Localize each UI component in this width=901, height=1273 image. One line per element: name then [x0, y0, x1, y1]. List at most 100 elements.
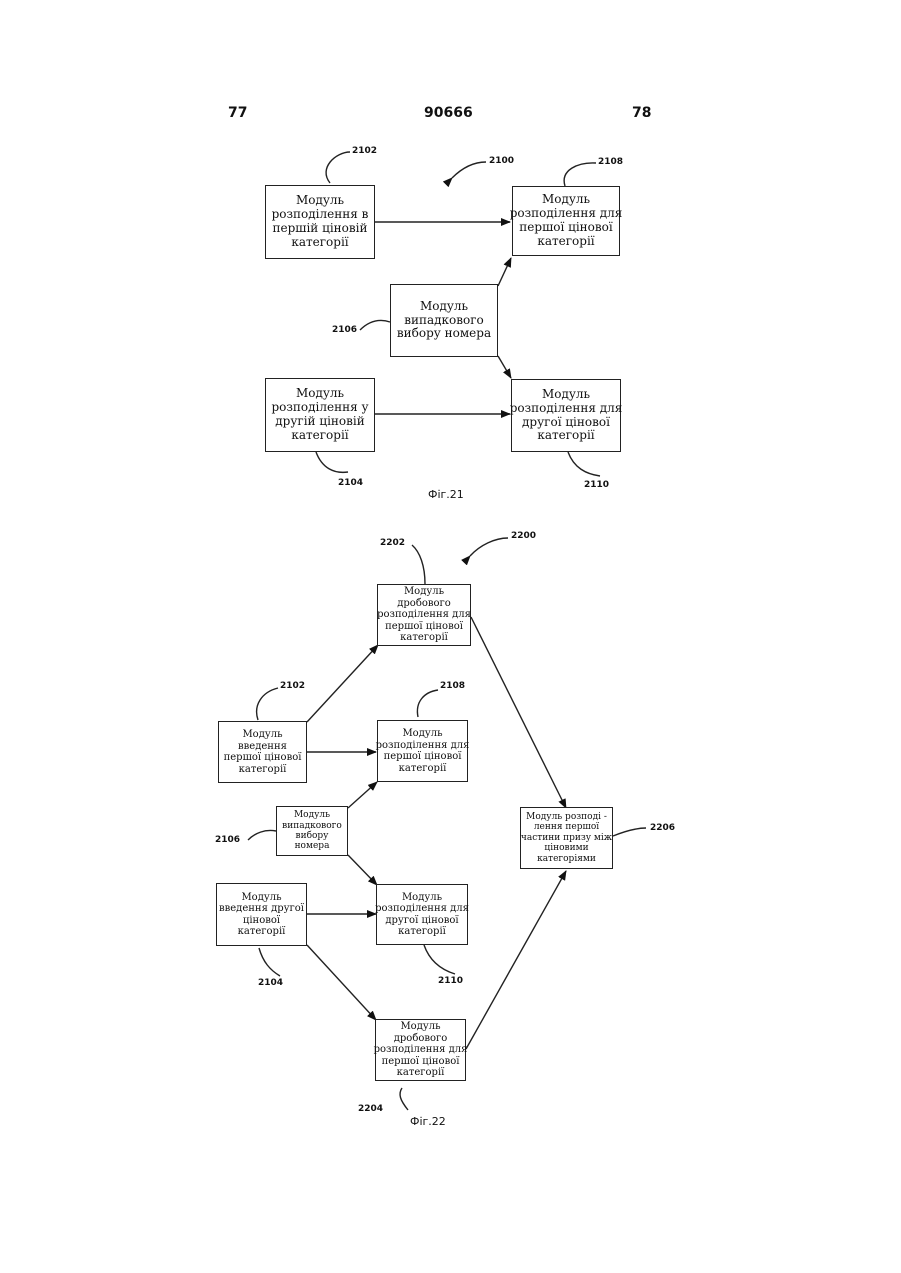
box-line: категорії: [239, 764, 287, 776]
box-line: номера: [295, 841, 330, 851]
figure-caption-21: Фіг.21: [428, 488, 464, 501]
leader-2108: [564, 163, 596, 186]
box-line: розподілення для: [377, 609, 471, 621]
arrow-2106-to-2110: [348, 855, 377, 885]
module-box-2204: Модуль дробового розподілення для першої…: [375, 1019, 466, 1081]
box-line: категорії: [291, 429, 348, 443]
ref-label-2102: 2102: [352, 146, 377, 156]
box-line: Модуль: [241, 892, 281, 904]
module-box-2102: Модуль введення першої цінової категорії: [218, 721, 307, 783]
module-box-2106: Модуль випадкового вибору номера: [276, 806, 348, 856]
box-line: першій ціновій: [273, 222, 368, 236]
module-box-2104: Модуль введення другої цінової категорії: [216, 883, 307, 946]
module-box-2206: Модуль розподі - лення першої частини пр…: [520, 807, 613, 869]
box-line: розподілення для: [376, 740, 470, 752]
arrow-2106-to-2108: [498, 258, 511, 286]
leader-2204: [400, 1088, 408, 1110]
leader-2202: [412, 545, 425, 584]
box-line: вибору: [296, 831, 329, 841]
box-line: Модуль: [296, 194, 344, 208]
box-line: розподілення в: [272, 208, 369, 222]
box-line: Модуль розподі -: [526, 812, 607, 822]
arrow-2106-to-2110: [498, 356, 511, 378]
box-line: Модуль: [402, 892, 442, 904]
module-box-2108: Модуль розподілення для першої цінової к…: [377, 720, 468, 782]
leader-2110-f22: [424, 945, 455, 974]
box-line: Модуль: [296, 387, 344, 401]
figure-caption-22: Фіг.22: [410, 1115, 446, 1128]
box-line: Модуль: [542, 193, 590, 207]
box-line: категоріями: [537, 854, 596, 864]
box-line: випадкового: [282, 821, 342, 831]
box-line: першої цінової: [519, 221, 612, 235]
ref-label-2110: 2110: [438, 976, 463, 986]
leader-2206: [613, 828, 646, 836]
box-line: першої цінової: [384, 751, 462, 763]
ref-label-2202: 2202: [380, 538, 405, 548]
box-line: другої цінової: [522, 416, 610, 430]
ref-label-2104: 2104: [258, 978, 283, 988]
ref-label-2200: 2200: [511, 531, 536, 541]
leader-2108-f22: [417, 690, 438, 717]
box-line: введення другої: [219, 903, 304, 915]
box-line: другій ціновій: [275, 415, 364, 429]
leader-2106: [360, 320, 390, 330]
box-line: Модуль: [542, 388, 590, 402]
ref-label-2104: 2104: [338, 478, 363, 488]
box-line: частини призу між: [521, 833, 612, 843]
box-line: розподілення для: [510, 207, 623, 221]
box-line: випадкового: [404, 314, 484, 328]
leader-2102-f22: [257, 688, 278, 720]
ref-label-2110: 2110: [584, 480, 609, 490]
module-box-2110: Модуль розподілення для другої цінової к…: [376, 884, 468, 945]
arrow-2102-to-2202: [307, 645, 378, 722]
ref-label-2102: 2102: [280, 681, 305, 691]
box-line: Модуль: [420, 300, 468, 314]
box-line: категорії: [399, 763, 447, 775]
box-line: першої цінової: [224, 752, 302, 764]
box-line: категорії: [291, 236, 348, 250]
box-line: першої цінової: [385, 621, 463, 633]
ref-label-2204: 2204: [358, 1104, 383, 1114]
box-line: введення: [238, 741, 287, 753]
module-box-2102: Модуль розподілення в першій ціновій кат…: [265, 185, 375, 259]
box-line: категорії: [537, 429, 594, 443]
ref-label-2206: 2206: [650, 823, 675, 833]
arrow-2104-to-2204: [307, 945, 376, 1020]
box-line: категорії: [400, 632, 448, 644]
box-line: дробового: [394, 1033, 448, 1045]
ref-label-2106: 2106: [215, 835, 240, 845]
box-line: Модуль: [242, 729, 282, 741]
ref-label-2100: 2100: [489, 156, 514, 166]
box-line: розподілення для: [510, 402, 623, 416]
leader-2104-f22: [259, 948, 280, 976]
box-line: розподілення для: [374, 1044, 468, 1056]
ref-label-2106: 2106: [332, 325, 357, 335]
box-line: другої цінової: [385, 915, 458, 927]
box-line: розподілення у: [271, 401, 368, 415]
arrow-2106-to-2108: [348, 782, 377, 808]
leader-2110: [568, 452, 600, 476]
box-line: ціновими: [544, 843, 588, 853]
leader-2102: [326, 152, 350, 183]
ref-label-2108: 2108: [440, 681, 465, 691]
box-line: категорії: [537, 235, 594, 249]
box-line: першої цінової: [382, 1056, 460, 1068]
arrow-2204-to-2206: [466, 871, 566, 1049]
box-line: Модуль: [404, 586, 444, 598]
box-line: дробового: [397, 598, 451, 610]
module-box-2202: Модуль дробового розподілення для першої…: [377, 584, 471, 646]
box-line: лення першої: [534, 822, 599, 832]
box-line: категорії: [238, 926, 286, 938]
leader-2104: [316, 452, 348, 472]
arrow-2202-to-2206: [471, 617, 566, 808]
box-line: вибору номера: [397, 327, 491, 341]
box-line: розподілення для: [375, 903, 469, 915]
module-box-2110: Модуль розподілення для другої цінової к…: [511, 379, 621, 452]
box-line: Модуль: [400, 1021, 440, 1033]
leader-2106-f22: [248, 830, 276, 840]
box-line: категорії: [397, 1067, 445, 1079]
module-box-2108: Модуль розподілення для першої цінової к…: [512, 186, 620, 256]
box-line: Модуль: [294, 810, 330, 820]
leader-2100: [452, 162, 486, 178]
